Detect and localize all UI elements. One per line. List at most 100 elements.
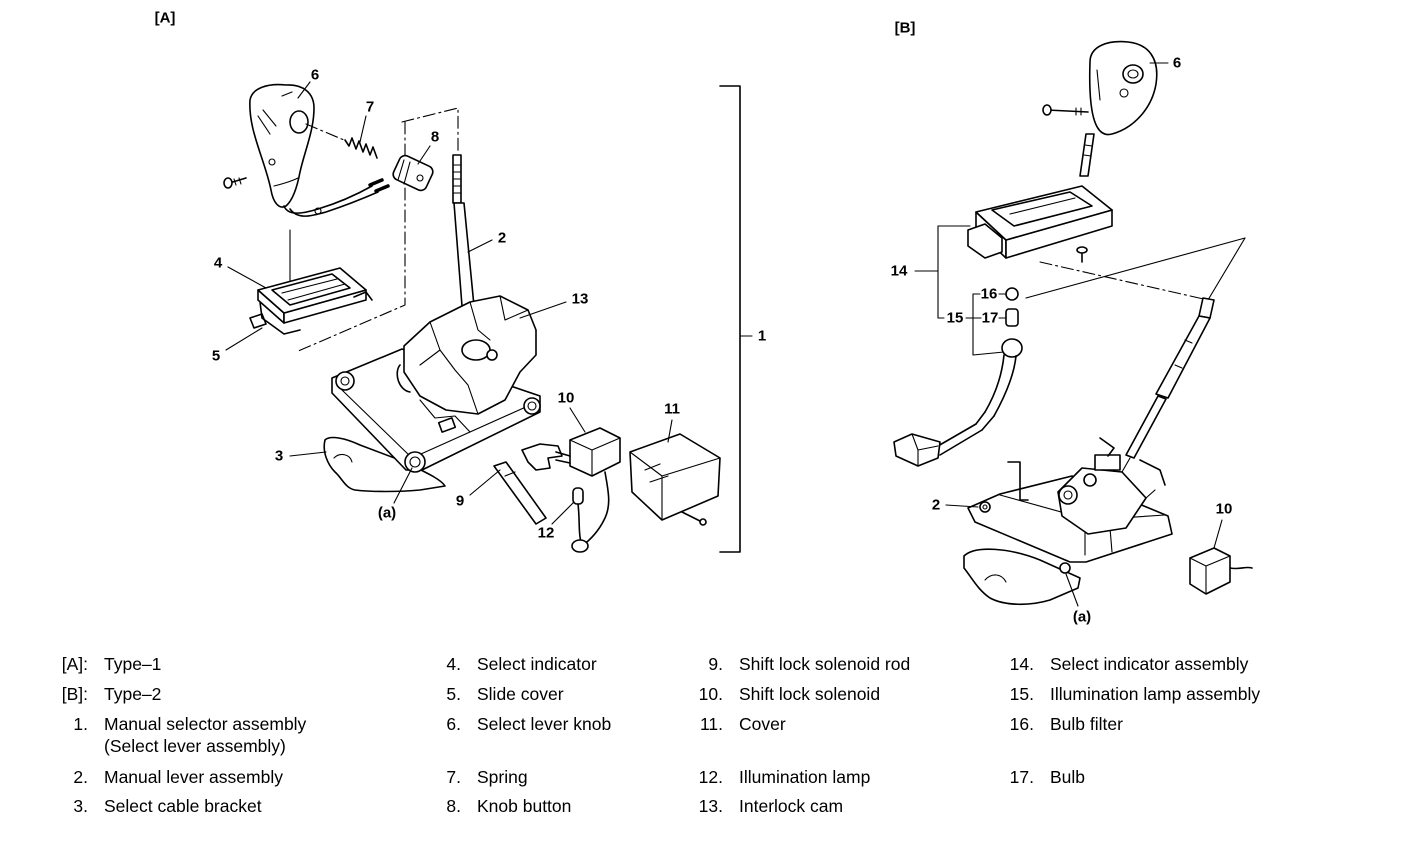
legend-item: [B]: Type–2 <box>28 684 162 704</box>
panel-a-drawing: [A] 6 7 8 2 4 5 13 1 10 11 3 9 (a) 12 <box>155 10 766 553</box>
legend-item: 1. Manual selector assembly (Select leve… <box>28 713 306 757</box>
legend-number: 1. <box>73 714 88 734</box>
assembly-bracket-lines <box>914 225 1007 356</box>
legend-item: 16. Bulb filter <box>974 714 1123 734</box>
callout-label: 6 <box>311 67 319 84</box>
callout-label: 2 <box>932 497 940 514</box>
legend-number: 13. <box>698 796 723 816</box>
legend-item: 12. Illumination lamp <box>663 767 871 787</box>
legend-item: 8. Knob button <box>401 796 571 816</box>
illumination-lamp <box>571 487 589 553</box>
legend-text: Select indicator <box>477 654 597 674</box>
bulb-filter <box>1005 287 1019 301</box>
legend-text: Spring <box>477 767 528 787</box>
legend-text: Bulb filter <box>1050 714 1123 734</box>
select-indicator <box>249 267 373 329</box>
callout-label: 11 <box>664 401 680 418</box>
legend-number: 9. <box>708 654 723 674</box>
assembly-bracket <box>719 85 741 553</box>
legend-item: 4. Select indicator <box>401 654 597 674</box>
callout-label: 4 <box>214 255 223 272</box>
legend-text: Type–1 <box>104 654 162 674</box>
legend-text: Slide cover <box>477 684 564 704</box>
legend-text: Type–2 <box>104 684 162 704</box>
legend-number: 6. <box>446 714 461 734</box>
legend-number: 17. <box>1009 767 1034 787</box>
legend-number: 12. <box>698 767 723 787</box>
legend-text: Bulb <box>1050 767 1086 787</box>
legend-item: [A]: Type–1 <box>28 654 162 674</box>
illumination-lamp-assembly <box>893 338 1023 467</box>
bulb <box>1005 308 1019 327</box>
panel-a-leader-lines <box>225 81 753 525</box>
legend-number: 4. <box>446 654 461 674</box>
callout-label: (a) <box>1073 609 1091 626</box>
callout-label: 13 <box>572 291 589 308</box>
legend-text: Illumination lamp <box>739 767 871 787</box>
callout-label: 12 <box>538 525 555 542</box>
legend-text: Knob button <box>477 796 572 816</box>
panel-b-alignment-lines <box>1025 237 1246 301</box>
callout-label: (a) <box>378 505 396 522</box>
panel-b-drawing: [B] 6 14 16 15 17 2 10 (a) <box>891 20 1253 626</box>
legend-item: 9. Shift lock solenoid rod <box>663 654 910 674</box>
select-lever-knob <box>249 83 345 208</box>
legend-number: 14. <box>1009 654 1034 674</box>
legend-text: Manual lever assembly <box>104 767 283 787</box>
knob-screw <box>223 177 247 189</box>
panel-b-leader-lines <box>945 62 1223 607</box>
selector-mechanism <box>1007 437 1166 535</box>
slide-cover <box>259 301 301 335</box>
legend-text: Cover <box>739 714 786 734</box>
spring <box>344 137 378 159</box>
knob-wire <box>283 178 390 217</box>
legend-text: Select cable bracket <box>104 796 262 816</box>
legend-number: 11. <box>699 714 723 734</box>
panel-b-label: [B] <box>895 20 916 37</box>
panel-a-label: [A] <box>155 10 176 27</box>
select-indicator-assembly <box>967 185 1113 263</box>
knob-button <box>392 154 434 192</box>
callout-label: 5 <box>212 348 220 365</box>
legend-text: Shift lock solenoid rod <box>739 654 911 674</box>
legend-item: 2. Manual lever assembly <box>28 767 283 787</box>
legend-number: 3. <box>73 796 88 816</box>
legend-item: 5. Slide cover <box>401 684 564 704</box>
callout-label: 15 <box>947 310 964 327</box>
legend-text-line: (Select lever assembly) <box>104 736 286 756</box>
select-cable-bracket <box>323 436 446 493</box>
callout-label: 17 <box>982 310 999 327</box>
legend-item: 14. Select indicator assembly <box>974 654 1249 674</box>
interlock-cam <box>461 339 498 361</box>
legend-number: [A]: <box>61 654 88 674</box>
legend-text: Manual selector assembly (Select lever a… <box>104 713 306 757</box>
legend-item: 13. Interlock cam <box>663 796 843 816</box>
callout-label: 14 <box>891 263 908 280</box>
panel-a-callouts: 6 7 8 2 4 5 13 1 10 11 3 9 (a) 12 <box>212 67 766 542</box>
callout-label: 2 <box>498 230 506 247</box>
callout-label: 6 <box>1173 55 1181 72</box>
callout-label: 10 <box>1216 501 1233 518</box>
legend-text: Select indicator assembly <box>1050 654 1249 674</box>
callout-label: 10 <box>558 390 575 407</box>
legend-number: [B]: <box>61 684 88 704</box>
legend-text: Select lever knob <box>477 714 612 734</box>
legend-text: Interlock cam <box>739 796 844 816</box>
legend-text: Illumination lamp assembly <box>1050 684 1261 704</box>
shift-lock-solenoid <box>555 427 621 547</box>
legend-item: 11. Cover <box>663 714 786 734</box>
manual-lever <box>452 154 475 307</box>
shift-lock-solenoid <box>1189 547 1253 595</box>
legend-item: 10. Shift lock solenoid <box>663 684 880 704</box>
legend-item: 15. Illumination lamp assembly <box>974 684 1260 704</box>
legend-number: 15. <box>1009 684 1034 704</box>
manual-lever <box>1125 297 1215 459</box>
select-lever-knob <box>1079 40 1158 177</box>
callout-label: 7 <box>366 99 374 116</box>
legend-item: 3. Select cable bracket <box>28 796 262 816</box>
legend-number: 5. <box>446 684 461 704</box>
legend-item: 6. Select lever knob <box>401 714 611 734</box>
callout-label: 8 <box>431 129 439 146</box>
legend-item: 17. Bulb <box>974 767 1085 787</box>
